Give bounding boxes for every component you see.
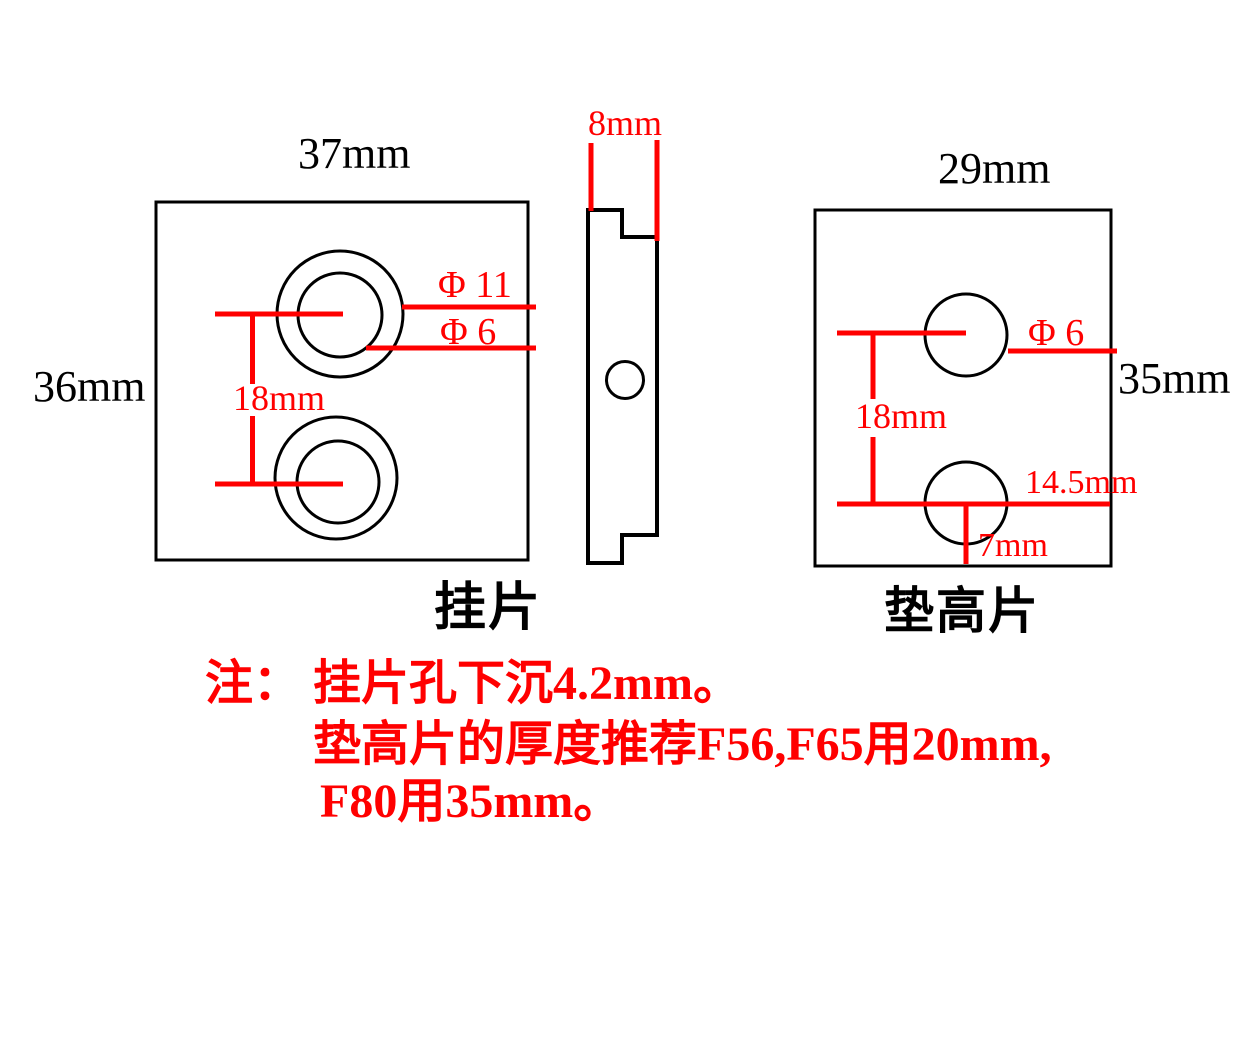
phi11-label: Φ 11 (438, 264, 512, 306)
left-plate-height-label: 36mm (33, 362, 146, 411)
note-line-1: 注： 挂片孔下沉4.2mm。 (205, 657, 741, 710)
left-plate-outline (154, 200, 530, 562)
left-lower-hole-outer-circle (273, 415, 399, 541)
right-plate-outline (813, 208, 1113, 568)
side-profile-hole-circle (605, 360, 645, 400)
note-line-2: 垫高片的厚度推荐F56,F65用20mm, (313, 718, 1052, 771)
right-hole-spacing-label: 18mm (855, 396, 948, 436)
right-plate-height-label: 35mm (1118, 354, 1231, 403)
right-plate-width-label: 29mm (938, 144, 1051, 193)
right-plate-view (813, 208, 1117, 568)
left-plate-caption: 挂片 (434, 580, 543, 637)
left-plate-view (154, 200, 536, 562)
right-plate-caption: 垫高片 (884, 583, 1040, 639)
left-plate-width-label: 37mm (298, 129, 411, 178)
right-edge-offset-label: 14.5mm (1025, 464, 1138, 501)
side-profile-view (586, 140, 660, 565)
right-phi6-label: Φ 6 (1028, 312, 1085, 354)
bottom-offset-label: 7mm (978, 527, 1048, 564)
side-thickness-label: 8mm (588, 103, 663, 143)
left-hole-spacing-label: 18mm (233, 378, 326, 418)
left-phi6-label: Φ 6 (440, 311, 497, 353)
side-profile-outline (586, 208, 659, 565)
note-line-3: F80用35mm。 (320, 775, 622, 828)
